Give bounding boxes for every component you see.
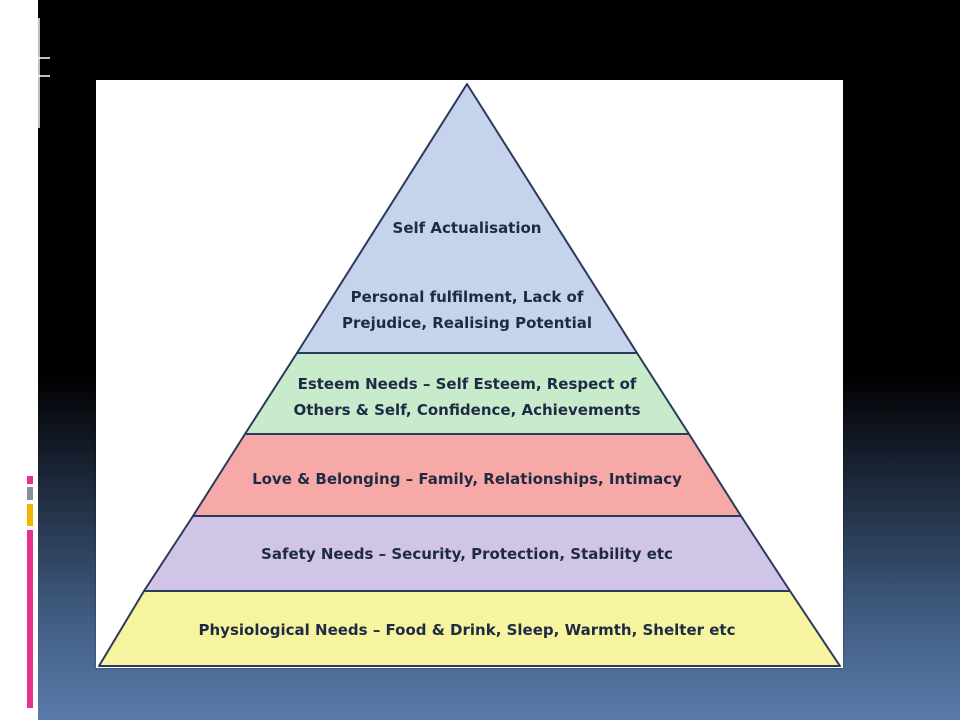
accent-bar-pink-small xyxy=(27,476,33,484)
tier-love-line-1: Love & Belonging – Family, Relationships… xyxy=(252,470,682,488)
tier-self-actualisation-line-1: Personal fulfilment, Lack of xyxy=(351,288,584,306)
accent-bar-gray xyxy=(27,487,33,500)
corner-decoration-lines xyxy=(20,18,50,128)
tier-safety-line-1: Safety Needs – Security, Protection, Sta… xyxy=(261,545,673,563)
tier-self-actualisation-heading: Self Actualisation xyxy=(393,219,542,237)
accent-bar-pink-long xyxy=(27,530,33,708)
pyramid-diagram: Self Actualisation Personal fulfilment, … xyxy=(98,83,841,667)
tier-esteem-needs xyxy=(244,352,690,435)
tier-physiological-line-1: Physiological Needs – Food & Drink, Slee… xyxy=(199,621,736,639)
accent-bar-yellow xyxy=(27,504,33,526)
tier-physiological-needs xyxy=(98,590,841,667)
tier-esteem-line-1: Esteem Needs – Self Esteem, Respect of xyxy=(298,375,637,393)
tier-self-actualisation-line-2: Prejudice, Realising Potential xyxy=(342,314,592,332)
hierarchy-pyramid-picture: Self Actualisation Personal fulfilment, … xyxy=(96,80,843,668)
tier-esteem-line-2: Others & Self, Confidence, Achievements xyxy=(293,401,640,419)
